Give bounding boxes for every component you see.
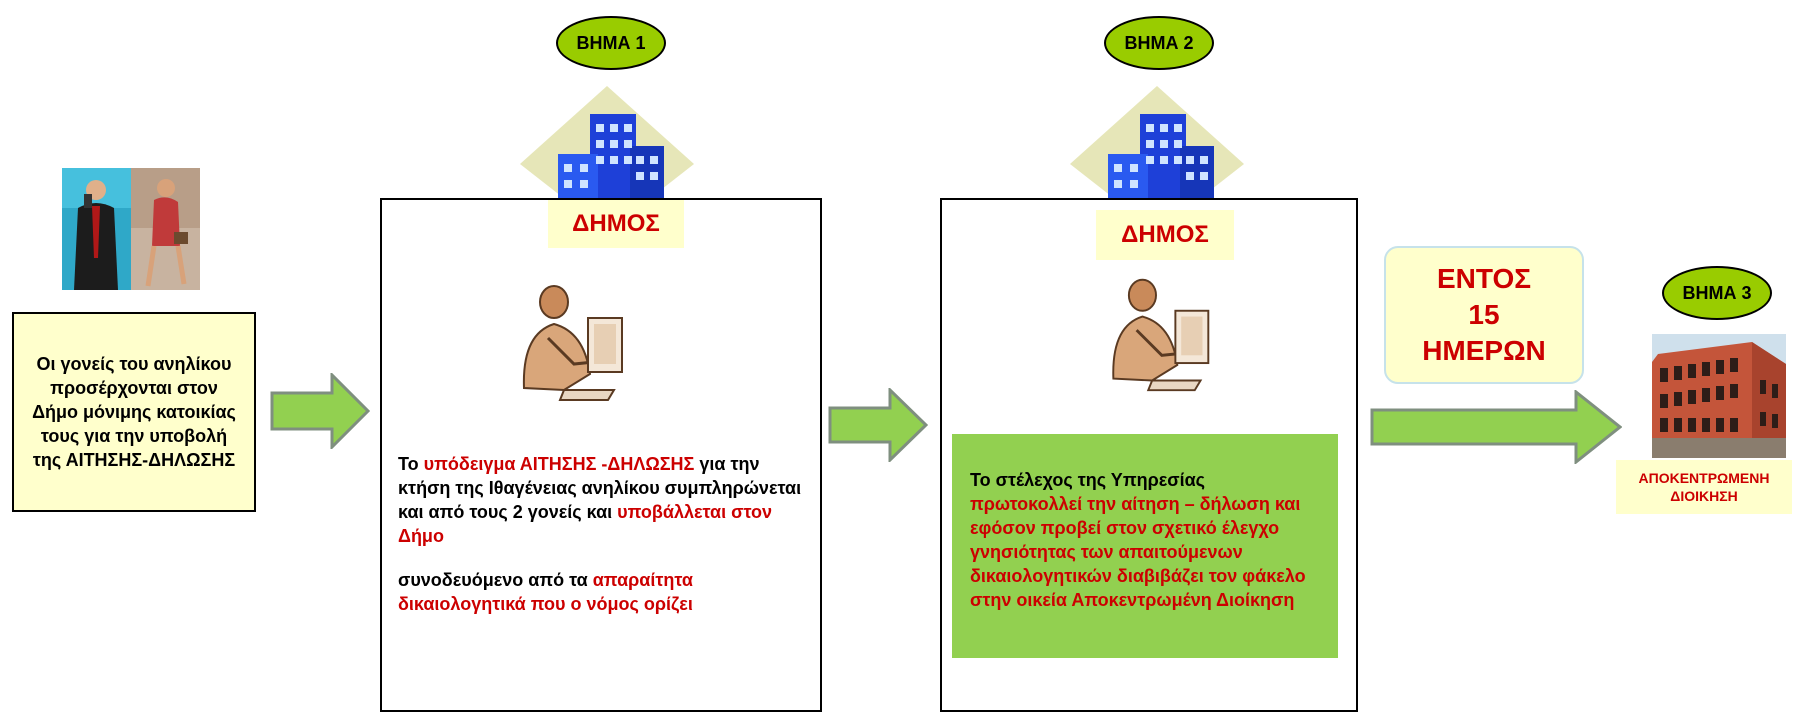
- step2-text: Το στέλεχος της Υπηρεσίας πρωτοκολλεί τη…: [970, 470, 1306, 610]
- step2-description-panel: Το στέλεχος της Υπηρεσίας πρωτοκολλεί τη…: [952, 434, 1338, 658]
- step3-building-photo: [1652, 334, 1786, 458]
- step1-badge: ΒΗΜΑ 1: [556, 16, 666, 70]
- step1-text-2: συνοδευόμενο από τα απαραίτητα δικαιολογ…: [398, 570, 693, 614]
- deadline-line-3: ΗΜΕΡΩΝ: [1422, 335, 1546, 366]
- step3-badge: ΒΗΜΑ 3: [1662, 266, 1772, 320]
- step2-municipality-label: ΔΗΜΟΣ: [1096, 210, 1234, 260]
- deadline-callout: ΕΝΤΟΣ 15 ΗΜΕΡΩΝ: [1384, 246, 1584, 384]
- deadline-line-2: 15: [1468, 299, 1500, 330]
- parents-text: Οι γονείς του ανηλίκου προσέρχονται στον…: [32, 354, 236, 470]
- parents-clipart: [62, 168, 200, 290]
- step1-building-icon: [518, 84, 696, 234]
- flow-arrow-3: [1370, 390, 1622, 464]
- step2-clerk-icon: [1094, 272, 1218, 396]
- deadline-line-1: ΕΝΤΟΣ: [1436, 263, 1532, 294]
- flow-arrow-2: [828, 388, 928, 462]
- step1-clerk-icon: [504, 278, 632, 406]
- step1-box: [380, 198, 822, 712]
- step2-badge: ΒΗΜΑ 2: [1104, 16, 1214, 70]
- step1-municipality-label: ΔΗΜΟΣ: [548, 200, 684, 248]
- flow-arrow-1: [270, 373, 370, 449]
- parents-note: Οι γονείς του ανηλίκου προσέρχονται στον…: [12, 312, 256, 512]
- step1-text-1: Το υπόδειγμα ΑΙΤΗΣΗΣ -ΔΗΛΩΣΗΣ για την κτ…: [398, 454, 802, 546]
- step3-authority-label: ΑΠΟΚΕΝΤΡΩΜΕΝΗ ΔΙΟΙΚΗΣΗ: [1616, 460, 1792, 514]
